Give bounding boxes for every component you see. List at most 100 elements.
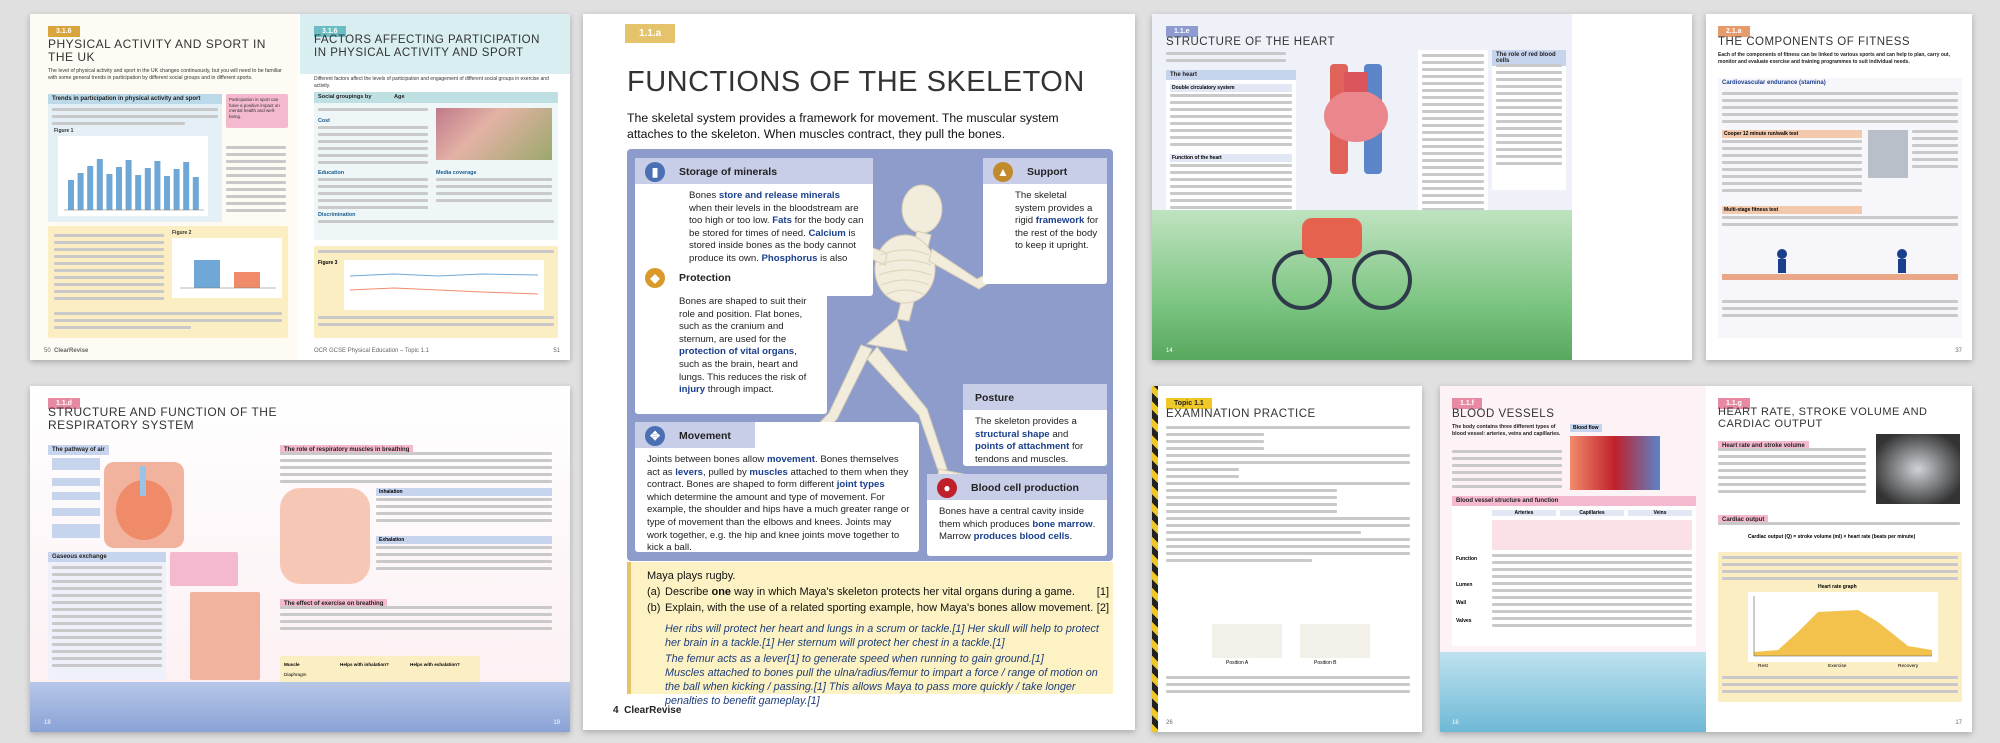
pathway-heading: The pathway of air: [48, 445, 109, 455]
co-heading: Cardiac output: [1718, 515, 1769, 525]
question-a-b1: one: [711, 586, 732, 598]
blood-flow-label: Blood flow: [1570, 424, 1602, 432]
exercise-box: The effect of exercise on breathing: [280, 592, 554, 652]
position-b-label: Position B: [1314, 660, 1337, 666]
social-groupings: Social groupings by Age Cost Education D…: [314, 92, 558, 240]
hr-question: Heart rate graph Rest Exercise Recovery: [1718, 552, 1962, 702]
spread-exam-practice[interactable]: Topic 1.1 EXAMINATION PRACTICE Position …: [1152, 386, 1422, 732]
storage-t3: for the body can be stored for times of …: [689, 215, 864, 239]
page-title: EXAMINATION PRACTICE: [1166, 408, 1316, 420]
co-formula: Cardiac output (Q) = stroke volume (ml) …: [1748, 534, 1916, 540]
page-number: 19: [553, 720, 560, 726]
page-title: STRUCTURE AND FUNCTION OF THE RESPIRATOR…: [48, 405, 277, 432]
storage-t4: is stored inside bones as the body canno…: [689, 227, 856, 264]
figure-1-bar: [183, 162, 190, 210]
page-number: 37: [1955, 348, 1962, 354]
storage-heading: ▮ Storage of minerals: [635, 158, 873, 184]
page-50: 3.1.6 PHYSICAL ACTIVITY AND SPORT IN THE…: [30, 14, 298, 360]
question-b-label: (b): [647, 602, 661, 614]
education-label: Education: [318, 170, 345, 176]
protection-text: Bones are shaped to suit their role and …: [679, 296, 819, 397]
bottle-icon: ▮: [645, 162, 665, 182]
brand: ClearRevise: [624, 705, 682, 716]
exchange-note: [170, 552, 238, 586]
question-a-label: (a): [647, 586, 661, 598]
movement-t1: Joints between bones allow: [647, 454, 767, 465]
row-lumen: Lumen: [1456, 582, 1473, 588]
cost-label: Cost: [318, 118, 330, 124]
page-intro: The level of physical activity and sport…: [48, 68, 282, 81]
movement-text: Joints between bones allow movement. Bon…: [647, 454, 911, 555]
spread-respiratory[interactable]: 1.1.d STRUCTURE AND FUNCTION OF THE RESP…: [30, 386, 570, 732]
answer-a: Her ribs will protect her heart and lung…: [665, 623, 1099, 649]
support-t1: The skeletal system provides a rigid: [1015, 190, 1093, 227]
social-label: Social groupings by: [318, 94, 372, 100]
page-title: PHYSICAL ACTIVITY AND SPORT IN THE UK: [48, 37, 266, 64]
spread-fitness[interactable]: 2.1.a THE COMPONENTS OF FITNESS Each of …: [1706, 14, 1972, 360]
movement-heading: ✥Movement: [635, 422, 755, 448]
shield-icon: ◆: [645, 268, 665, 288]
exchange-diagram: [190, 592, 260, 680]
posture-b2: points of attachment: [975, 441, 1070, 453]
card-protection: ◆ Protection Bones are shaped to suit the…: [635, 264, 827, 414]
dcs-label: Double circulatory system: [1170, 84, 1292, 92]
section-tag: 3.1.6: [314, 26, 346, 37]
page-title: FUNCTIONS OF THE SKELETON: [627, 66, 1085, 98]
callout-text: Participation in sport can have a positi…: [229, 97, 280, 119]
section-tag: 1.1.e: [1166, 26, 1198, 37]
page-intro: Different factors affect the levels of p…: [314, 76, 549, 89]
posture-t2: and: [1049, 428, 1069, 440]
age-label: Age: [394, 94, 405, 100]
brand: ClearRevise: [54, 348, 89, 354]
col-capillaries: Capillaries: [1560, 510, 1624, 516]
posture-text: The skeleton provides a structural shape…: [975, 416, 1099, 466]
inhalation-label: Inhalation: [376, 488, 552, 496]
position-a-figure: [1212, 624, 1282, 658]
figure-3-box: Figure 3: [314, 246, 558, 338]
figure-1-bar: [154, 161, 161, 210]
row-wall: Wall: [1456, 600, 1467, 606]
blood-heading: ●Blood cell production: [927, 474, 1107, 500]
blood-b2: produces blood cells: [973, 531, 1070, 543]
spread-blood-vessels[interactable]: 1.1.f BLOOD VESSELS The body contains th…: [1440, 386, 1972, 732]
figure-2-chart: [172, 238, 282, 298]
rbc-heading: The role of red blood cells: [1492, 50, 1566, 66]
structure-heading: Blood vessel structure and function: [1452, 496, 1696, 506]
blood-t3: .: [1069, 531, 1073, 543]
row-function: Function: [1456, 556, 1478, 562]
figure-1-bar: [164, 176, 170, 210]
structure-table: Blood vessel structure and function Arte…: [1452, 496, 1696, 646]
spread-physical-activity[interactable]: 3.1.6 PHYSICAL ACTIVITY AND SPORT IN THE…: [30, 14, 570, 360]
spread-heart-fitness[interactable]: 1.1.e STRUCTURE OF THE HEART The heart D…: [1152, 14, 1692, 360]
page-number: 18: [44, 720, 51, 726]
storage-title: Storage of minerals: [679, 166, 778, 178]
effect-heading: The effect of exercise on breathing: [280, 599, 388, 609]
answer-b2: Muscles attached to bones pull the ulna/…: [665, 667, 1098, 707]
course-label: OCR GCSE Physical Education – Topic 1.1: [314, 348, 429, 354]
section-tag: 3.1.6: [48, 26, 80, 37]
main-page-skeleton[interactable]: 1.1.a FUNCTIONS OF THE SKELETON The skel…: [583, 14, 1135, 730]
rbc-box: The role of red blood cells: [1492, 50, 1566, 190]
storage-t2: when their levels in the bloodstream are…: [689, 202, 859, 227]
page-number: 4: [613, 705, 619, 716]
figure-1-bar: [77, 173, 84, 210]
page-title: FACTORS AFFECTING PARTICIPATION IN PHYSI…: [314, 34, 540, 59]
figure-1-bar: [87, 166, 94, 210]
exercise-positions: Position A Position B: [1212, 624, 1372, 670]
blood-text: Bones have a central cavity inside them …: [939, 506, 1099, 544]
card-support: ▲Support The skeletal system provides a …: [983, 158, 1107, 284]
movement-b2: levers: [675, 466, 704, 478]
question-a-t1: Describe: [665, 586, 712, 598]
posture-heading: Posture: [963, 384, 1107, 410]
page-number: 50: [44, 348, 51, 354]
support-icon: ▲: [993, 162, 1013, 182]
xray-image: [1876, 434, 1960, 504]
protection-title: Protection: [679, 272, 731, 284]
trends-heading: Trends in participation in physical acti…: [48, 94, 222, 104]
cardio-heading: Cardiovascular endurance (stamina): [1722, 80, 1826, 86]
blood-t1: Bones have a central cavity inside them …: [939, 506, 1085, 530]
hr-heading: Heart rate and stroke volume: [1718, 441, 1809, 451]
cardio-box: Cardiovascular endurance (stamina) Coope…: [1718, 78, 1962, 338]
page-intro: The body contains three different types …: [1452, 424, 1561, 437]
